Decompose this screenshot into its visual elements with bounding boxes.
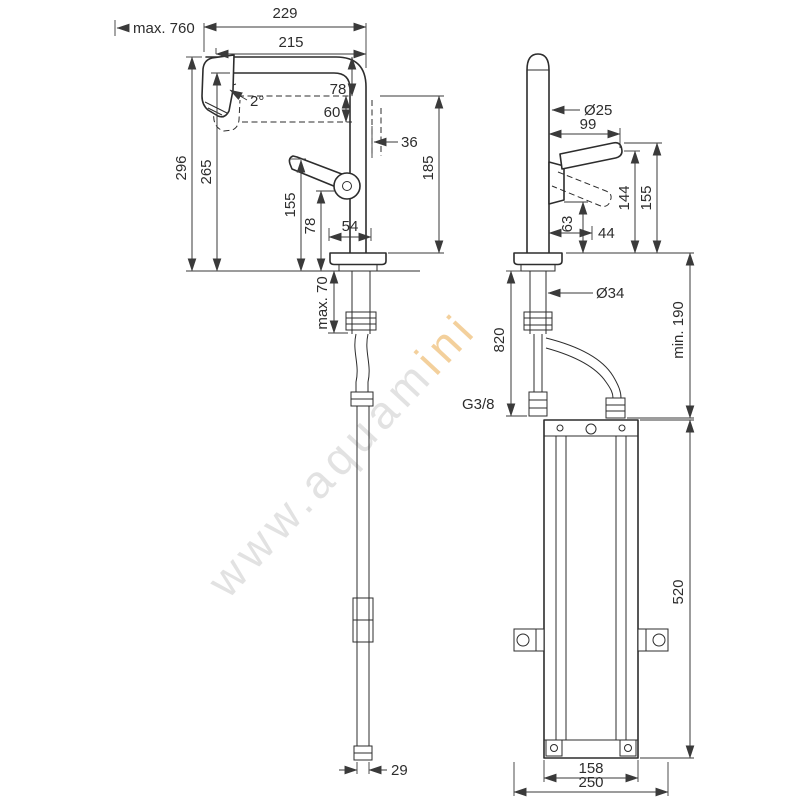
side-dimensions: 229 max. 760 215 2° 78 60 36	[114, 5, 444, 779]
front-supply-connector	[528, 391, 548, 417]
dim-angle-label: 2°	[250, 93, 264, 110]
dim-spout-reach-label: 215	[278, 34, 303, 51]
dim-hose-tip-label: 29	[391, 762, 408, 779]
side-mounting-nut	[345, 311, 377, 331]
side-hoses	[350, 333, 374, 761]
svg-text:www.aquamini: www.aquamini	[197, 302, 487, 608]
dim-hole-dia-label: Ø34	[596, 285, 624, 302]
dim-bracket-width-label: 158	[578, 760, 603, 777]
dim-handle-reach-label: 99	[580, 116, 597, 133]
dim-bracket-height-label: 520	[670, 579, 687, 604]
side-handle-pivot	[333, 172, 361, 200]
dim-hose-length-label: 820	[491, 327, 508, 352]
front-faucet-body	[513, 53, 623, 334]
dim-depth-total-label: 229	[272, 5, 297, 22]
dim-thread-label: G3/8	[462, 396, 495, 413]
dim-height-underspout-label: 185	[420, 155, 437, 180]
dim-height-handle-label: 155	[282, 192, 299, 217]
dim-height-spout-label: 265	[198, 159, 215, 184]
dim-handle-h2-label: 155	[638, 185, 655, 210]
watermark: www.aquamini	[197, 302, 487, 608]
dim-drop1-label: 78	[330, 81, 347, 98]
front-base-escutcheon	[513, 252, 563, 266]
dim-height-total-label: 296	[173, 155, 190, 180]
dim-clip-span-label: 250	[578, 774, 603, 791]
dim-pullout-label: max. 760	[133, 20, 195, 37]
dim-body-h-label: 63	[559, 216, 576, 233]
front-mounting-nut	[523, 311, 553, 331]
dim-deck-thickness-label: max. 70	[314, 276, 331, 329]
dim-base-width-label: 54	[342, 218, 359, 235]
dim-drop2-label: 60	[324, 104, 341, 121]
bracket-foot-left	[545, 739, 563, 757]
side-faucet-body	[201, 54, 420, 334]
front-pullout-connector	[605, 397, 626, 419]
dim-spout-dia-label: Ø25	[584, 102, 612, 119]
bracket-foot-right	[619, 739, 637, 757]
dim-height-base-label: 78	[302, 218, 319, 235]
watermark-text-gray: www.aquam	[197, 349, 443, 608]
dim-offset44-label: 44	[598, 225, 615, 242]
front-view: Ø25 99 144 155 63 44 Ø34	[462, 53, 695, 797]
mounting-bracket	[513, 419, 669, 759]
front-handle-lever	[559, 141, 623, 170]
side-base-escutcheon	[329, 252, 387, 266]
front-hoses	[528, 334, 626, 419]
dim-handle-h1-label: 144	[616, 185, 633, 210]
side-view: 229 max. 760 215 2° 78 60 36	[114, 5, 444, 779]
dim-offset36-label: 36	[401, 134, 418, 151]
side-spray-head	[201, 54, 235, 118]
dim-clearance-label: min. 190	[670, 301, 687, 359]
front-dimensions: Ø25 99 144 155 63 44 Ø34	[462, 102, 695, 797]
